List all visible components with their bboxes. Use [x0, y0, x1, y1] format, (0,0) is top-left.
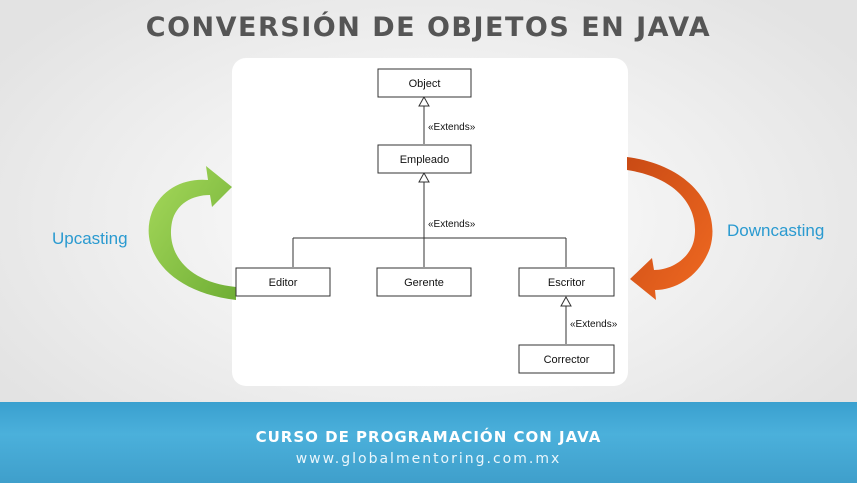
stereotype-label: «Extends» — [570, 319, 618, 330]
downcasting-arrow — [627, 157, 713, 300]
class-gerente: Gerente — [376, 267, 472, 297]
class-object: Object — [377, 68, 472, 98]
svg-text:Empleado: Empleado — [400, 154, 450, 166]
website-url: www.globalmentoring.com.mx — [295, 451, 562, 467]
class-empleado: Empleado — [377, 144, 472, 174]
svg-text:Escritor: Escritor — [548, 277, 586, 289]
diagram-panel — [232, 58, 628, 386]
svg-text:Editor: Editor — [269, 277, 298, 289]
svg-text:Gerente: Gerente — [404, 277, 444, 289]
page-title: CONVERSIÓN DE OBJETOS EN JAVA — [145, 12, 712, 43]
class-editor: Editor — [235, 267, 331, 297]
class-escritor: Escritor — [518, 267, 615, 297]
svg-text:Corrector: Corrector — [544, 354, 590, 366]
inheritance-triangle-object — [418, 95, 430, 107]
inheritance-triangle-empleado — [418, 171, 430, 183]
upcasting-arrow — [148, 166, 236, 300]
stereotype-label: «Extends» — [428, 122, 476, 133]
upcasting-label: Upcasting — [52, 229, 128, 248]
course-title: CURSO DE PROGRAMACIÓN CON JAVA — [255, 428, 602, 446]
class-corrector: Corrector — [518, 344, 615, 374]
svg-text:Object: Object — [409, 78, 441, 90]
inheritance-triangle-escritor — [560, 295, 572, 307]
footer-banner — [0, 402, 857, 483]
stereotype-label: «Extends» — [428, 219, 476, 230]
downcasting-label: Downcasting — [727, 221, 825, 240]
